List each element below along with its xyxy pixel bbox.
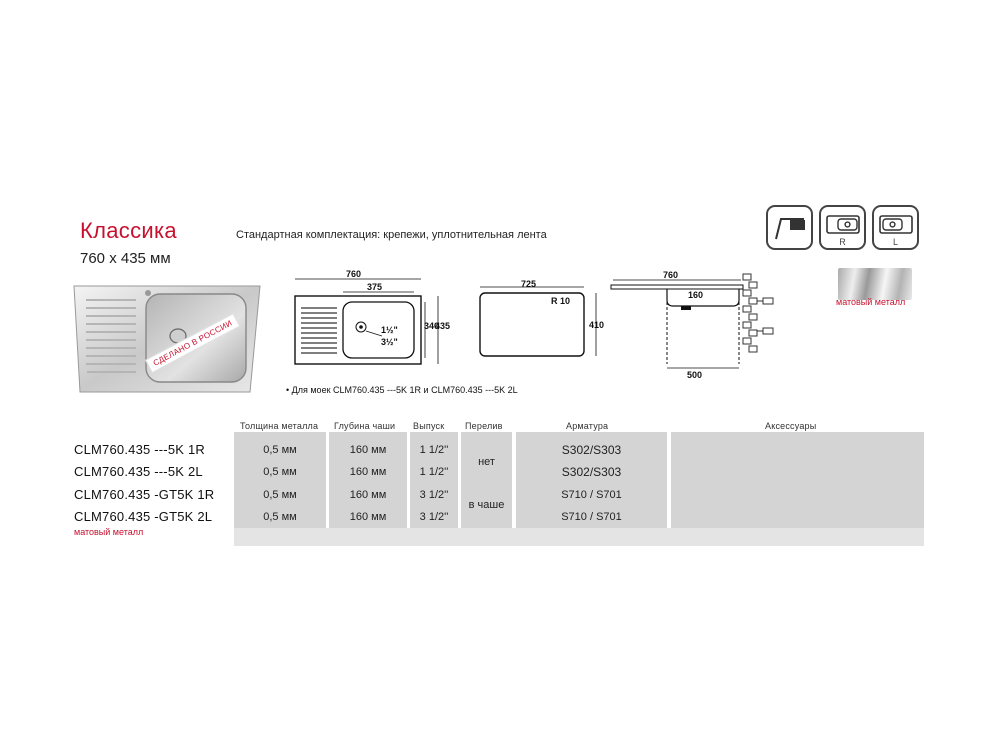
standard-equipment-text: Стандартная комплектация: крепежи, уплот…: [236, 229, 547, 241]
header-accessories: Аксессуары: [765, 421, 817, 431]
row-2-outlet: 1 1/2'': [419, 466, 449, 478]
row-3-fittings: S710 / S701: [561, 489, 622, 501]
top-bowl-width-label: 375: [367, 282, 383, 292]
finish-swatch: [838, 268, 912, 300]
row-1-thickness: 0,5 мм: [263, 444, 297, 456]
row-1-depth: 160 мм: [349, 444, 387, 456]
outlet-small-label: 1½": [381, 325, 398, 335]
row-4-depth: 160 мм: [349, 511, 387, 523]
row-3-outlet: 3 1/2'': [419, 489, 449, 501]
bowl-left-icon: L: [872, 205, 919, 250]
side-width-label: 760: [663, 270, 679, 280]
series-title: Классика: [80, 218, 177, 243]
countertop-mount-icon: [766, 205, 813, 250]
overflow-group-1: нет: [478, 456, 495, 468]
top-width-label: 760: [346, 269, 362, 279]
cutout-width-label: 725: [521, 279, 537, 289]
row-2-fittings: S302/S303: [561, 465, 622, 479]
finish-swatch-label: матовый металл: [836, 297, 906, 307]
side-cabinet-width-label: 500: [687, 370, 703, 380]
header-outlet: Выпуск: [413, 421, 445, 431]
row-2-thickness: 0,5 мм: [263, 466, 297, 478]
overflow-group-2: в чаше: [468, 499, 505, 511]
header-depth: Глубина чаши: [334, 421, 396, 431]
row-2-depth: 160 мм: [349, 466, 387, 478]
side-view-drawing: [610, 273, 774, 369]
top-depth-total-label: 435: [435, 321, 451, 331]
row-2-model: CLM760.435 ---5K 2L: [74, 464, 203, 479]
row-3-model: CLM760.435 -GT5K 1R: [74, 487, 215, 502]
row-1-model: CLM760.435 ---5K 1R: [74, 442, 205, 457]
header-thickness: Толщина металла: [240, 421, 319, 431]
side-bowl-depth-label: 160: [688, 290, 704, 300]
row-1-fittings: S302/S303: [561, 443, 622, 457]
series-size: 760 х 435 мм: [80, 250, 171, 267]
finish-note: матовый металл: [74, 527, 144, 537]
cutout-radius-label: R 10: [551, 296, 571, 306]
column-fittings: [516, 432, 667, 528]
row-4-fittings: S710 / S701: [561, 511, 622, 523]
top-view-drawing: [294, 278, 439, 365]
column-outlet: [410, 432, 458, 528]
bowl-left-letter: L: [892, 237, 898, 247]
header-fittings: Арматура: [566, 421, 609, 431]
row-4-thickness: 0,5 мм: [263, 511, 297, 523]
column-thickness: [234, 432, 326, 528]
row-3-depth: 160 мм: [349, 489, 387, 501]
row-4-outlet: 3 1/2'': [419, 511, 449, 523]
column-depth: [329, 432, 407, 528]
row-4-model: CLM760.435 -GT5K 2L: [74, 509, 213, 524]
column-accessories: [671, 432, 924, 528]
cutout-drawing: [479, 286, 597, 357]
bowl-right-icon: R: [819, 205, 866, 250]
row-3-thickness: 0,5 мм: [263, 489, 297, 501]
cutout-depth-label: 410: [589, 320, 605, 330]
column-overflow: [461, 432, 512, 528]
top-depth-label: 340: [424, 321, 440, 331]
header-overflow: Перелив: [465, 421, 503, 431]
row-1-outlet: 1 1/2'': [419, 444, 449, 456]
outlet-large-label: 3½": [381, 337, 398, 347]
table-footer-band: [234, 528, 924, 546]
drawing-note: • Для моек CLM760.435 ---5K 1R и CLM760.…: [286, 385, 518, 395]
bowl-right-letter: R: [839, 237, 846, 247]
